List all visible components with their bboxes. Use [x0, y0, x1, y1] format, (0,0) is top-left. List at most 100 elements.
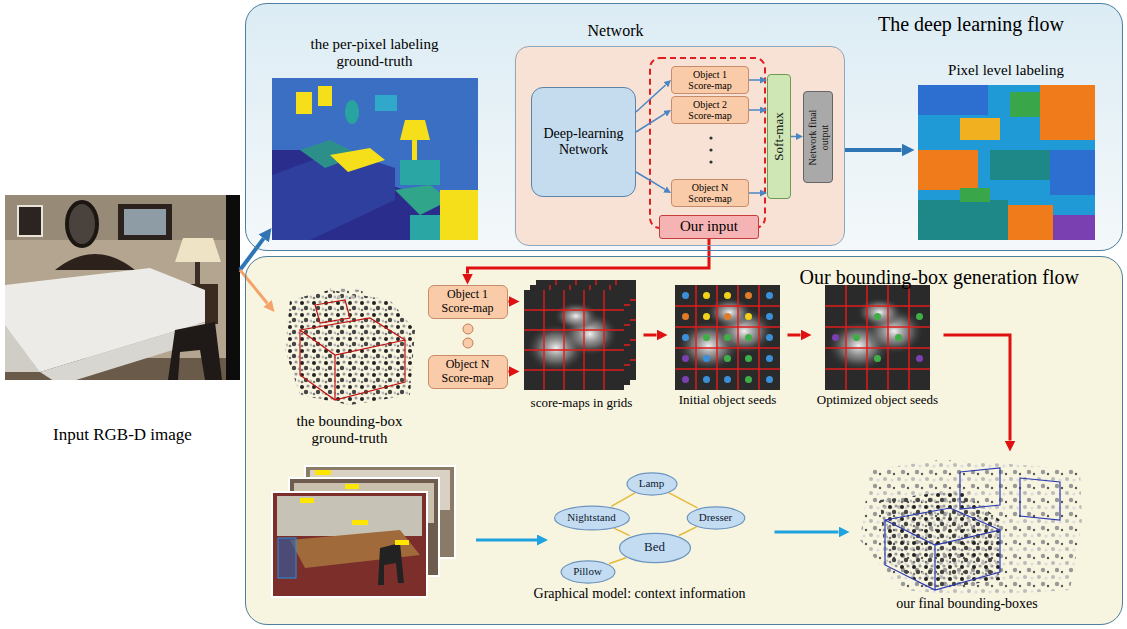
connector — [845, 148, 902, 152]
image-caption: Input RGB-D image — [5, 425, 240, 445]
context-photos-part — [378, 543, 404, 585]
label-map-part — [272, 78, 478, 240]
input-tag: Our input — [659, 215, 759, 239]
room-photo-part — [67, 202, 97, 246]
box-label: Object 1 Score-map — [685, 69, 735, 92]
final-point-cloud-part — [880, 490, 1000, 590]
optimized-seed-map-part — [825, 285, 930, 390]
node-label: Pillow — [573, 565, 602, 578]
ellipse-outline — [687, 506, 745, 528]
box-label: Object N Score-map — [685, 182, 735, 205]
box-label: Deep-learning Network — [538, 126, 630, 158]
optimized-seed-map-part — [874, 355, 881, 362]
score-map-box: Object 1 Score-map — [671, 66, 749, 94]
seed-map-part — [703, 355, 710, 362]
box-fill — [515, 46, 845, 246]
optimized-seed-map-part — [832, 334, 839, 341]
image-panel: Optimized object seeds — [812, 278, 944, 408]
seed-map-part — [766, 355, 773, 362]
seed-map-part — [766, 334, 773, 341]
image-caption: Initial object seeds — [668, 393, 788, 408]
node-label: Nightstand — [567, 511, 615, 524]
ellipse-outline — [561, 560, 615, 582]
box-label: Network final output — [807, 101, 830, 173]
context-photos-part — [352, 520, 368, 525]
label-map-part — [400, 160, 440, 185]
seed-map-part — [682, 334, 689, 341]
node-label: Dresser — [699, 511, 733, 524]
box-heading: Network — [588, 22, 644, 40]
score-map-dots-part — [463, 338, 473, 348]
ellipse-outline — [619, 533, 690, 562]
context-photos — [272, 466, 537, 597]
seed-map-part — [682, 355, 689, 362]
graph-node: Pillow — [560, 560, 616, 584]
image-panel: the bounding-box ground-truth — [275, 283, 425, 448]
score-map-box: Object 1 Score-map — [428, 285, 508, 319]
seed-map-part — [703, 376, 710, 383]
box-label: Object N Score-map — [438, 358, 498, 386]
seed-map-part — [745, 376, 752, 383]
connector — [508, 300, 509, 303]
box-label: Object 2 Score-map — [685, 99, 735, 122]
seed-map-part — [745, 313, 752, 320]
seed-map-part — [766, 292, 773, 299]
seed-map-part — [724, 376, 731, 383]
seed-map-part — [724, 292, 731, 299]
ellipse-outline — [627, 472, 677, 494]
label-map-part — [345, 100, 359, 124]
softmax-box: Soft-max — [767, 74, 791, 199]
room-photo-part — [5, 325, 40, 372]
label-map-part — [440, 190, 478, 240]
seed-map-part — [745, 355, 752, 362]
score-map-dots-part — [463, 324, 473, 334]
network-decoration-part — [709, 160, 712, 163]
predicted-label-map-part — [990, 150, 1050, 180]
point-cloud-part — [330, 288, 366, 302]
connector — [791, 136, 796, 138]
context-photos-part — [272, 492, 427, 597]
context-photos-part — [395, 540, 409, 545]
node-label: Lamp — [639, 477, 665, 490]
image-caption: score-maps in grids — [520, 396, 644, 411]
label-map-part — [330, 148, 385, 172]
connector — [944, 335, 1011, 441]
score-map-grids-part — [524, 290, 624, 390]
optimized-seed-map-part — [853, 334, 860, 341]
predicted-label-map-part — [1008, 205, 1053, 240]
ellipse-outline — [554, 506, 629, 530]
connector — [749, 79, 760, 81]
box-fill — [245, 3, 1123, 251]
box-fill — [245, 256, 1123, 625]
predicted-label-map-part — [960, 188, 990, 202]
node-label: Bed — [644, 540, 665, 555]
seed-map-part — [724, 313, 731, 320]
predicted-label-map-part — [1050, 150, 1095, 195]
optimized-seed-map-part — [916, 355, 923, 362]
seed-map-part — [682, 292, 689, 299]
network-decoration — [650, 58, 765, 228]
context-photos-part — [277, 496, 422, 536]
final-point-cloud-part — [885, 468, 1060, 590]
network-decoration-part — [709, 136, 712, 139]
box-label: Soft-max — [772, 92, 787, 182]
output-box: Network final output — [803, 91, 833, 183]
seed-map-part — [766, 376, 773, 383]
predicted-label-map-part — [918, 200, 1008, 240]
context-photos-part — [300, 498, 314, 503]
connector — [775, 531, 839, 534]
seed-map-part — [703, 292, 710, 299]
score-map-grids — [524, 280, 636, 390]
seed-map-part — [745, 334, 752, 341]
final-point-cloud-part-part — [960, 468, 1000, 509]
score-map-box: Object N Score-map — [428, 355, 508, 389]
label-map-part — [318, 86, 332, 106]
connector — [636, 172, 665, 189]
label-map-part — [400, 120, 430, 140]
optimized-seed-map-part — [895, 334, 902, 341]
label-map-part — [375, 95, 397, 111]
box-label: Object 1 Score-map — [438, 288, 498, 316]
network-box: NetworkDeep-learning NetworkObject 1 Sco… — [515, 46, 845, 246]
graph-node: Lamp — [626, 472, 678, 496]
